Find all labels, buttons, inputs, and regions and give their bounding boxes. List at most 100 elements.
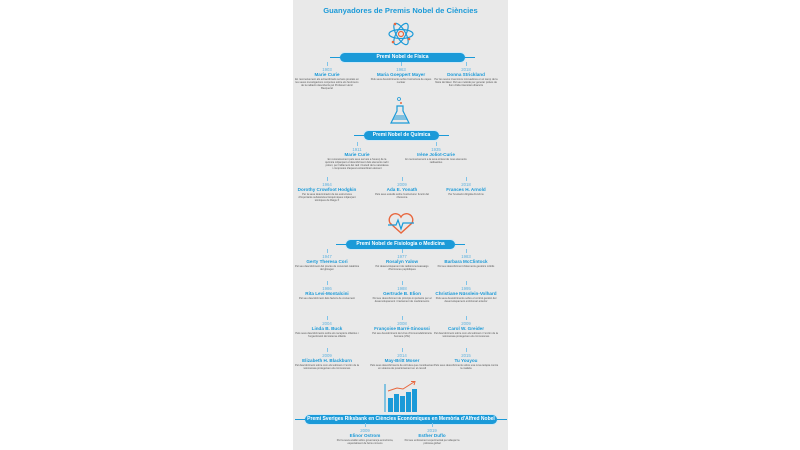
- laureate-name: Frances H. Arnold: [446, 187, 486, 192]
- laureate-year: 2009: [322, 353, 332, 358]
- laureate-description: Per la seva anàlisi sobre governança eco…: [336, 439, 394, 446]
- connector-line: [326, 177, 328, 181]
- connector-line: [401, 348, 403, 352]
- laureate-name: Linda B. Buck: [311, 326, 343, 331]
- laureate-name: Gerty Theresa Cori: [306, 259, 348, 264]
- connector-line: [326, 249, 328, 253]
- laureate-description: Pels seus descobriments sobre el control…: [435, 297, 497, 304]
- connector-line: [326, 348, 328, 352]
- laureate-description: Pel descobriment sobre com els telòmers …: [295, 364, 359, 371]
- connector-line: [431, 423, 433, 427]
- section-pill-fisica: Premi Nobel de Física: [330, 53, 475, 62]
- laureate-description: En reconeixement pels seus serveis a l'a…: [325, 158, 389, 171]
- laureate-name: Marie Curie: [314, 72, 340, 77]
- connector-line: [400, 62, 402, 66]
- laureate-name: Dorothy Crowfoot Hodgkin: [297, 187, 357, 192]
- laureate-description: Pels seus descobriments de cèl·lules que…: [370, 364, 434, 371]
- laureate-year: 2008: [397, 321, 407, 326]
- connector-line: [401, 249, 403, 253]
- connector-line: [401, 281, 403, 285]
- laureate-year: 2018: [461, 67, 471, 72]
- laureate-year: 2009: [397, 182, 407, 187]
- laureate-name: Elinor Ostrom: [349, 433, 381, 438]
- section-pill-quimica: Premi Nobel de Química: [354, 131, 449, 140]
- laureate-name: Gertrude B. Elion: [383, 291, 421, 296]
- laureate-year: 1911: [352, 147, 362, 152]
- flask-icon: [390, 97, 410, 124]
- laureate-description: Per les seves invencions innovadores en …: [434, 78, 498, 88]
- laureate-description: Per l'evolució dirigida d'enzims: [448, 193, 484, 197]
- laureate-name: Marie Curie: [344, 152, 370, 157]
- laureate-description: Pel descobriment sobre com els telòmers …: [434, 332, 498, 339]
- laureate-name: Barbara McClintock: [444, 259, 488, 264]
- laureate-year: 1964: [322, 182, 332, 187]
- laureate-year: 2014: [397, 353, 407, 358]
- laureate-description: Pel seu descobriment del virus d'immunod…: [372, 332, 432, 339]
- laureate-description: En reconeixement a la seva síntesi de no…: [405, 158, 467, 165]
- laureate-year: 1995: [461, 286, 471, 291]
- laureate-name: Christiane Nüsslein-Volhard: [435, 291, 497, 296]
- laureate-year: 1903: [322, 67, 332, 72]
- laureate-year: 2019: [427, 428, 437, 433]
- laureate-description: Pels seus descobriments sobre una nova t…: [434, 364, 499, 371]
- connector-line: [465, 348, 467, 352]
- connector-line: [465, 316, 467, 320]
- laureate-description: Pels seus descobriments sobre els recept…: [295, 332, 359, 339]
- laureate-year: 2009: [360, 428, 370, 433]
- laureate-description: Pel seu descobriment d'elements genètics…: [437, 265, 495, 269]
- page-title: Guanyadores de Premis Nobel de Ciències: [323, 6, 478, 15]
- laureate-name: Ada E. Yonath: [386, 187, 418, 192]
- laureate-name: Maria Goeppert Mayer: [376, 72, 426, 77]
- laureate-description: Pel seu enfocament experimental per alle…: [404, 439, 460, 446]
- connector-line: [465, 281, 467, 285]
- laureate-name: Esther Duflo: [418, 433, 446, 438]
- laureate-name: Tu Youyou: [454, 358, 478, 363]
- connector-line: [435, 142, 437, 146]
- laureate-year: 1963: [396, 67, 406, 72]
- laureate-description: Per la seva determinació de les estructu…: [298, 193, 356, 203]
- connector-line: [401, 316, 403, 320]
- laureate-year: 2009: [461, 321, 471, 326]
- section-pill-economia: Premi Sveriges Riksbank en Ciències Econ…: [295, 415, 507, 424]
- connector-line: [465, 62, 467, 66]
- laureate-year: 1935: [431, 147, 441, 152]
- laureate-year: 1988: [397, 286, 407, 291]
- laureate-description: Pel seu descobriment del procés de conve…: [295, 265, 360, 272]
- laureate-year: 1986: [322, 286, 332, 291]
- laureate-name: Irène Joliot-Curie: [417, 152, 455, 157]
- laureate-year: 1977: [397, 254, 407, 259]
- laureate-name: Carol W. Greider: [448, 326, 484, 331]
- laureate-name: Donna Strickland: [447, 72, 485, 77]
- laureate-name: May-Britt Moser: [384, 358, 420, 363]
- laureate-description: En reconeixement als extraordinaris serv…: [295, 78, 359, 91]
- laureate-year: 2015: [461, 353, 471, 358]
- section-pill-medicina: Premi Nobel de Fisiologia o Medicina: [336, 240, 465, 249]
- laureate-year: 2018: [461, 182, 471, 187]
- connector-line: [364, 423, 366, 427]
- atom-icon: [388, 22, 414, 46]
- connector-line: [356, 142, 358, 146]
- connector-line: [326, 62, 328, 66]
- laureate-description: Pels seus descobriments sobre l'estructu…: [370, 78, 432, 85]
- connector-line: [326, 316, 328, 320]
- connector-line: [465, 249, 467, 253]
- laureate-description: Pel seu descobriment de principis import…: [372, 297, 432, 304]
